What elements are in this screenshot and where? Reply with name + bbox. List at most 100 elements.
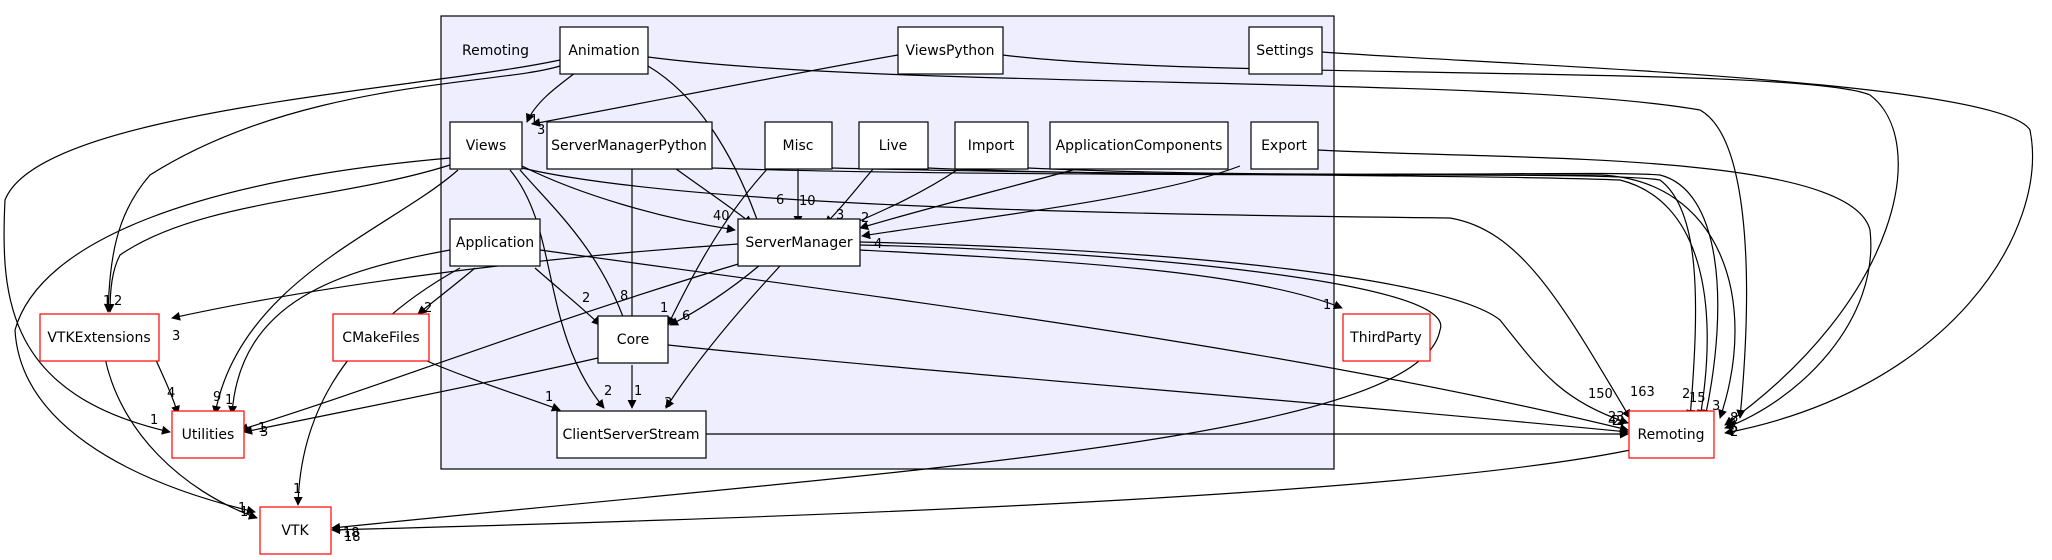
edge-servermanager-remoting[interactable]: [859, 241, 1629, 425]
edge-animation-vtkextensions[interactable]: [103, 65, 561, 313]
edge-label-animation-views: 1: [530, 113, 538, 128]
edge-servermanager-vtkextensions[interactable]: [171, 243, 739, 321]
node-label-animation: Animation: [568, 43, 639, 59]
edge-label-vtkextensions-vtk: 1: [238, 501, 246, 516]
node-misc[interactable]: Misc: [764, 121, 833, 170]
node-viewspython[interactable]: ViewsPython: [897, 26, 1004, 75]
edge-label-import-remoting: 3: [1712, 399, 1720, 414]
edges: [3, 51, 2034, 535]
edge-label-remoting-vtk: 1: [240, 505, 248, 520]
edge-animation-utilities[interactable]: [3, 59, 561, 435]
node-import[interactable]: Import: [954, 121, 1029, 170]
node-vtkextensions[interactable]: VTKExtensions: [39, 313, 160, 362]
edge-label-application-remoting: 42: [1608, 414, 1625, 429]
node-label-viewspython: ViewsPython: [905, 43, 994, 59]
edge-label-servermanager-clientserverstream: 3: [664, 396, 672, 411]
node-servermanagerpython[interactable]: ServerManagerPython: [546, 121, 713, 170]
node-label-live: Live: [879, 138, 908, 154]
edge-label-misc-remoting: 2: [1682, 387, 1690, 402]
edge-application-vtk[interactable]: [293, 267, 461, 506]
node-label-thirdparty: ThirdParty: [1349, 330, 1422, 346]
edge-views-core[interactable]: [519, 169, 628, 326]
edge-core-remoting[interactable]: [667, 344, 1629, 436]
edge-cmakefiles-clientserverstream[interactable]: [419, 357, 561, 412]
edge-label-application-utilities: 1: [225, 393, 233, 408]
edge-animation-servermanager[interactable]: [647, 65, 762, 229]
edge-settings-remoting[interactable]: [1321, 51, 2034, 436]
edge-servermanager-clientserverstream[interactable]: [665, 265, 781, 409]
edge-label-servermanager-vtk: 18: [343, 526, 360, 541]
edge-servermanager-utilities[interactable]: [239, 261, 746, 432]
node-remoting[interactable]: Remoting: [1628, 410, 1715, 459]
edge-label-servermanager-remoting: 150: [1588, 387, 1613, 402]
node-label-misc: Misc: [783, 138, 814, 154]
node-export[interactable]: Export: [1250, 121, 1319, 170]
node-core[interactable]: Core: [597, 315, 669, 364]
edge-label-live-servermanager: 3: [836, 208, 844, 223]
edge-views-vtk[interactable]: [14, 157, 451, 515]
edge-label-servermanager-utilities: 3: [260, 425, 268, 440]
cluster-title: Remoting: [462, 43, 529, 59]
edge-label-import-servermanager: 2: [861, 211, 869, 226]
edge-appcomponents-servermanager[interactable]: [859, 167, 1081, 230]
edge-application-remoting[interactable]: [539, 249, 1629, 433]
node-views[interactable]: Views: [449, 121, 523, 170]
edge-label-views-clientserverstream: 2: [604, 384, 612, 399]
node-label-export: Export: [1261, 138, 1307, 154]
edge-core-utilities[interactable]: [243, 357, 599, 435]
edge-label-misc-servermanager: 10: [799, 194, 816, 209]
edge-servermanager-thirdparty[interactable]: [859, 249, 1343, 310]
node-label-vtk: VTK: [281, 523, 309, 539]
edge-label-export-servermanager: 4: [874, 237, 882, 252]
node-label-utilities: Utilities: [182, 427, 235, 443]
node-label-core: Core: [617, 332, 649, 348]
edge-vtkextensions-vtk[interactable]: [104, 357, 258, 520]
edge-misc-core[interactable]: [667, 165, 771, 326]
node-thirdparty[interactable]: ThirdParty: [1342, 313, 1431, 362]
edge-label-animation-remoting: 9: [1728, 417, 1736, 432]
node-label-vtkextensions: VTKExtensions: [47, 330, 150, 346]
edge-views-vtkextensions[interactable]: [105, 164, 451, 313]
edge-animation-remoting[interactable]: [647, 56, 1748, 419]
edge-label-views-vtkextensions: 2: [114, 294, 122, 309]
edge-export-remoting[interactable]: [1317, 149, 1872, 430]
edge-viewspython-remoting[interactable]: [1002, 54, 1899, 426]
edge-label-core-utilities: 1: [258, 421, 266, 436]
edge-application-utilities[interactable]: [228, 249, 451, 415]
node-label-application: Application: [456, 235, 534, 251]
edge-application-core[interactable]: [534, 267, 601, 326]
edge-label-views-servermanager: 40: [713, 209, 730, 224]
edge-views-utilities[interactable]: [212, 169, 459, 415]
edge-vtkextensions-utilities[interactable]: [154, 357, 180, 415]
edge-views-servermanager[interactable]: [521, 165, 736, 234]
edge-label-application-cmakefiles: 2: [424, 301, 432, 316]
edge-live-remoting[interactable]: [927, 167, 1697, 419]
edge-views-remoting[interactable]: [521, 167, 1631, 419]
node-settings[interactable]: Settings: [1248, 26, 1323, 75]
node-label-servermanager: ServerManager: [745, 235, 853, 251]
edge-import-remoting[interactable]: [1027, 167, 1719, 419]
edge-remoting-vtk[interactable]: [331, 447, 1641, 535]
edge-label-core-clientserverstream: 1: [634, 384, 642, 399]
node-application[interactable]: Application: [449, 218, 541, 267]
node-label-settings: Settings: [1256, 43, 1313, 59]
node-live[interactable]: Live: [858, 121, 929, 170]
node-vtk[interactable]: VTK: [259, 506, 332, 555]
edge-label-application-core: 2: [582, 291, 590, 306]
edge-application-cmakefiles[interactable]: [417, 267, 476, 315]
edge-servermanager-core[interactable]: [669, 264, 761, 326]
edge-label-servermanager-core: 6: [682, 309, 690, 324]
edge-export-servermanager[interactable]: [861, 165, 1241, 240]
node-utilities[interactable]: Utilities: [171, 410, 245, 459]
node-clientserverstream[interactable]: ClientServerStream: [556, 410, 707, 459]
node-cmakefiles[interactable]: CMakeFiles: [332, 313, 430, 362]
edge-viewspython-views[interactable]: [531, 54, 899, 127]
node-label-servermanagerpython: ServerManagerPython: [551, 138, 707, 154]
node-servermanager[interactable]: ServerManager: [737, 218, 861, 267]
node-animation[interactable]: Animation: [559, 26, 649, 75]
nodes: Animation ViewsPython Settings Views Ser…: [39, 26, 1715, 555]
node-label-import: Import: [968, 138, 1015, 154]
edge-animation-views[interactable]: [526, 72, 576, 123]
node-applicationcomponents[interactable]: ApplicationComponents: [1049, 121, 1229, 170]
